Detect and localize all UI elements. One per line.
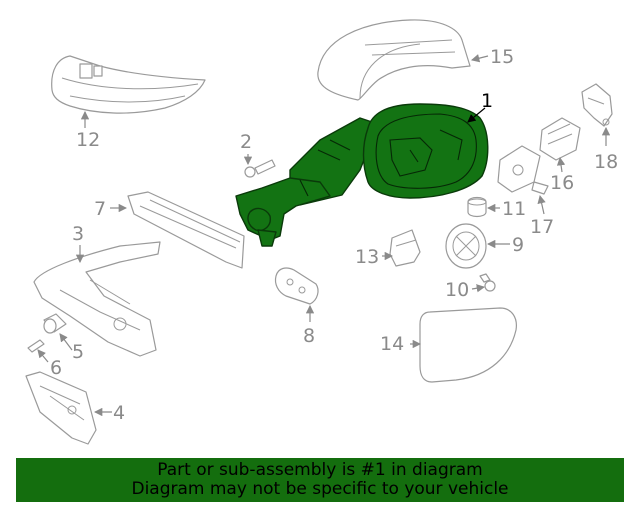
callout-6: 6 [50,357,62,379]
part-4-lower-housing[interactable] [25,371,97,445]
part-18-harness[interactable] [581,83,613,127]
part-9-actuator[interactable] [445,223,487,269]
callout-15: 15 [490,46,514,68]
callout-5: 5 [72,341,84,363]
part-1-mirror-assembly[interactable] [235,103,489,247]
part-7-bracket[interactable] [127,191,245,269]
part-17-camera[interactable] [497,145,549,195]
banner-line-1: Part or sub-assembly is #1 in diagram [157,460,483,480]
callout-2: 2 [240,131,252,153]
callout-labels: 1 2 3 4 5 6 7 8 9 10 11 12 13 14 15 16 1… [50,46,618,424]
part-16-sensor[interactable] [539,117,581,161]
callout-1: 1 [481,90,493,112]
info-banner: Part or sub-assembly is #1 in diagram Di… [16,458,624,502]
part-15-mirror-cover[interactable] [317,19,471,101]
callout-13: 13 [355,246,379,268]
callout-14: 14 [380,333,404,355]
callout-16: 16 [550,172,574,194]
callout-12: 12 [76,129,100,151]
part-12-turn-signal[interactable] [51,55,206,114]
part-13-module[interactable] [389,229,421,267]
part-5-cap[interactable] [43,313,67,334]
part-8-switch[interactable] [274,267,319,305]
leader-lines [37,54,611,417]
part-6-screw[interactable] [27,339,45,353]
part-11-cap[interactable] [467,196,487,218]
part-3-base-frame[interactable] [33,241,161,357]
part-10-screw[interactable] [479,273,496,292]
part-2-bolt[interactable] [244,159,276,178]
callout-4: 4 [113,402,125,424]
callout-18: 18 [594,151,618,173]
callout-8: 8 [303,325,315,347]
callout-11: 11 [502,198,526,220]
callout-10: 10 [445,279,469,301]
callout-17: 17 [530,216,554,238]
banner-line-2: Diagram may not be specific to your vehi… [131,479,509,499]
callout-3: 3 [72,223,84,245]
callout-9: 9 [512,234,524,256]
part-14-mirror-glass[interactable] [419,307,517,383]
callout-7: 7 [94,198,106,220]
parts-diagram: 1 2 3 4 5 6 7 8 9 10 11 12 13 14 15 16 1… [25,19,618,445]
